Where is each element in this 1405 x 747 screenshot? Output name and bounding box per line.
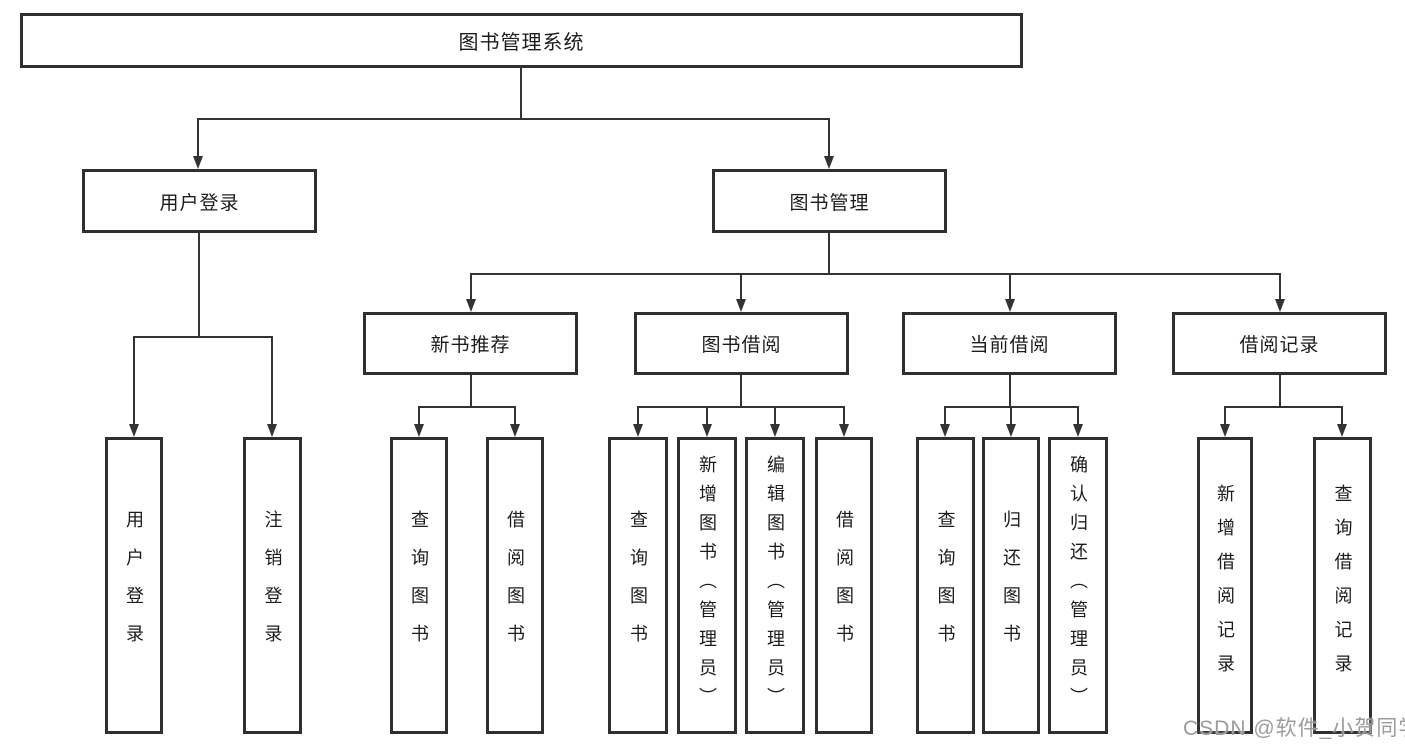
arrow-down-icon <box>510 424 520 437</box>
connector-leaf-line <box>418 406 420 424</box>
arrow-down-icon <box>1220 424 1230 437</box>
connector-book-borrowing-stub <box>740 375 742 408</box>
leaf-return-books: 归还图书 <box>982 437 1040 734</box>
node-current-borrowing: 当前借阅 <box>902 312 1117 375</box>
connector-leaf-line <box>1077 406 1079 424</box>
leaf-borrow-books-borrowing: 借阅图书 <box>815 437 873 734</box>
arrow-down-icon <box>770 424 780 437</box>
leaf-query-borrow-record: 查询借阅记录 <box>1313 437 1372 734</box>
arrow-down-icon <box>702 424 712 437</box>
connector-to-leaf-logout <box>271 336 273 424</box>
node-borrowing-records: 借阅记录 <box>1172 312 1387 375</box>
node-user-login: 用户登录 <box>82 169 317 233</box>
leaf-query-books-borrowing: 查询图书 <box>608 437 668 734</box>
node-new-book-recommendation: 新书推荐 <box>363 312 578 375</box>
connector-user-login-bar <box>133 336 273 338</box>
arrow-down-icon <box>824 156 834 169</box>
connector-leaf-line <box>774 406 776 424</box>
node-book-management: 图书管理 <box>712 169 947 233</box>
arrow-down-icon <box>940 424 950 437</box>
connector-to-borrowing-records <box>1279 273 1281 299</box>
leaf-logout: 注销登录 <box>243 437 302 734</box>
arrow-down-icon <box>193 156 203 169</box>
arrow-down-icon <box>1337 424 1347 437</box>
arrow-down-icon <box>633 424 643 437</box>
connector-to-new-book <box>470 273 472 299</box>
arrow-down-icon <box>839 424 849 437</box>
arrow-down-icon <box>1073 424 1083 437</box>
connector-to-leaf-user-login <box>133 336 135 424</box>
connector-to-current-borrowing <box>1009 273 1011 299</box>
leaf-confirm-return-admin: 确认归还（管理员） <box>1048 437 1108 734</box>
leaf-user-login: 用户登录 <box>105 437 163 734</box>
connector-book-mgmt-stub <box>828 233 830 275</box>
arrow-down-icon <box>1275 299 1285 312</box>
csdn-watermark: CSDN @软件_小贺同学 <box>1183 717 1405 740</box>
leaf-borrow-books-recommend: 借阅图书 <box>486 437 544 734</box>
arrow-down-icon <box>736 299 746 312</box>
connector-new-book-stub <box>470 375 472 408</box>
arrow-down-icon <box>466 299 476 312</box>
connector-root-stub <box>520 66 522 120</box>
connector-user-login-stub <box>198 233 200 338</box>
connector-to-book-borrowing <box>740 273 742 299</box>
arrow-down-icon <box>1005 299 1015 312</box>
connector-leaf-line <box>637 406 639 424</box>
connector-leaf-line <box>944 406 946 424</box>
connector-level2-bar <box>197 118 830 120</box>
leaf-add-borrow-record: 新增借阅记录 <box>1197 437 1253 734</box>
connector-leaf-line <box>1341 406 1343 424</box>
leaf-add-book-admin: 新增图书（管理员） <box>677 437 737 734</box>
arrow-down-icon <box>129 424 139 437</box>
arrow-down-icon <box>267 424 277 437</box>
connector-level3-bar <box>470 273 1281 275</box>
leaf-edit-book-admin: 编辑图书（管理员） <box>745 437 805 734</box>
node-book-borrowing: 图书借阅 <box>634 312 849 375</box>
connector-book-borrowing-bar <box>637 406 845 408</box>
connector-current-borrowing-stub <box>1009 375 1011 408</box>
connector-borrowing-records-stub <box>1279 375 1281 408</box>
connector-leaf-line <box>706 406 708 424</box>
connector-to-user-login <box>197 118 199 156</box>
leaf-query-books-current: 查询图书 <box>916 437 975 734</box>
arrow-down-icon <box>1006 424 1016 437</box>
connector-new-book-bar <box>418 406 516 408</box>
node-library-management-system: 图书管理系统 <box>20 13 1023 68</box>
connector-leaf-line <box>1224 406 1226 424</box>
connector-leaf-line <box>843 406 845 424</box>
arrow-down-icon <box>414 424 424 437</box>
connector-to-book-management <box>828 118 830 156</box>
leaf-query-books-recommend: 查询图书 <box>390 437 448 734</box>
connector-borrowing-records-bar <box>1224 406 1343 408</box>
connector-leaf-line <box>1010 406 1012 424</box>
connector-leaf-line <box>514 406 516 424</box>
